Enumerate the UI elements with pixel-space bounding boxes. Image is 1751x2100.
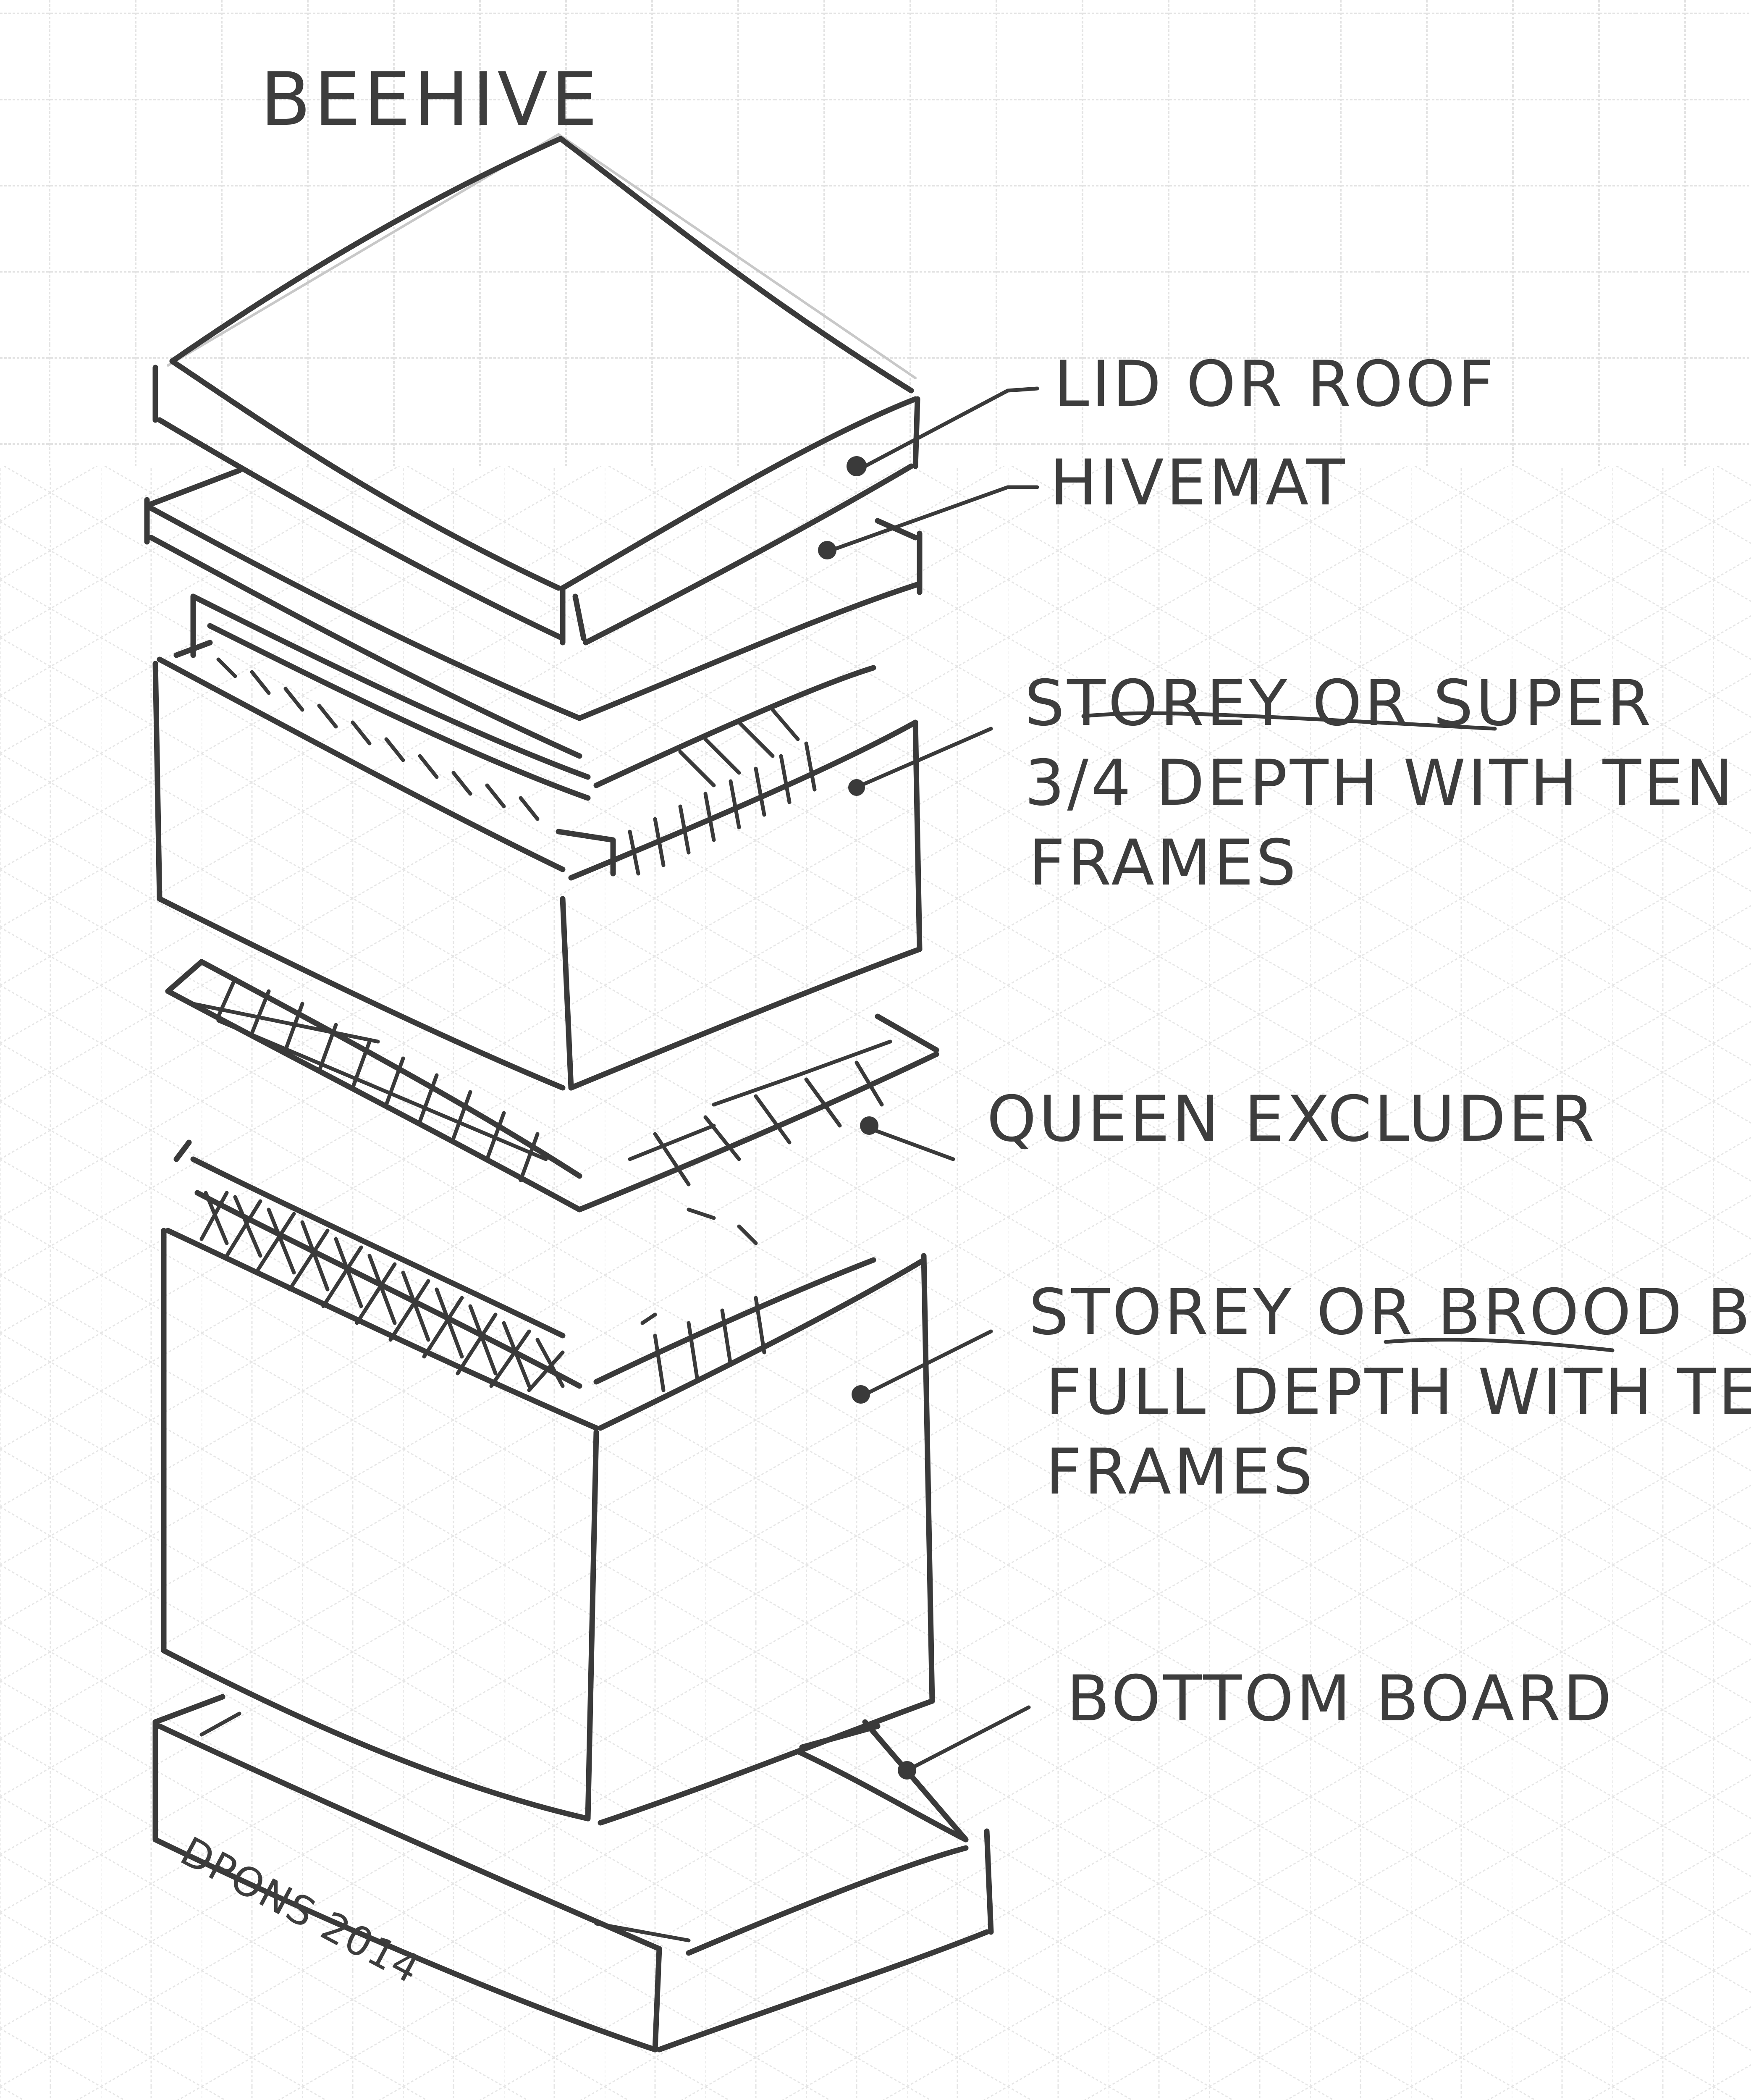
label-super-line2: 3/4 DEPTH WITH TEN — [1025, 747, 1736, 820]
label-brood-emphasis: BROOD BOX — [1437, 1276, 1751, 1349]
label-super-emphasis: SUPER — [1433, 667, 1654, 740]
leader-super — [848, 727, 993, 796]
queen-excluder-drawing — [165, 959, 939, 1213]
label-brood-line1: STOREY OR BROOD BOX — [1029, 1281, 1751, 1344]
brood-box-drawing — [161, 1139, 935, 1826]
label-super-line3: FRAMES — [1029, 827, 1299, 900]
diagram-title: BEEHIVE — [260, 57, 601, 142]
brood-frames-crosshatch — [199, 1191, 565, 1392]
leader-hivemat — [818, 485, 1039, 559]
leader-queen-excluder — [860, 1116, 955, 1161]
label-brood-line3: FRAMES — [1046, 1436, 1316, 1509]
label-brood-line2: FULL DEPTH WITH TEN — [1046, 1356, 1751, 1429]
leader-lid — [847, 386, 1039, 476]
leader-bottom-board — [898, 1705, 1031, 1780]
label-super-line1: STOREY OR SUPER — [1025, 672, 1654, 735]
leader-brood-box — [852, 1329, 993, 1404]
label-hivemat: HIVEMAT — [1050, 446, 1347, 520]
emphasis-underlines — [1081, 711, 1615, 1352]
leader-lines — [818, 386, 1039, 1780]
label-lid-or-roof: LID OR ROOF — [1054, 348, 1497, 421]
label-brood-prefix: STOREY OR — [1029, 1276, 1438, 1349]
label-bottom-board: BOTTOM BOARD — [1067, 1662, 1615, 1735]
hivemat-drawing — [144, 467, 923, 759]
label-super-prefix: STOREY OR — [1025, 667, 1434, 740]
label-queen-excluder: QUEEN EXCLUDER — [987, 1083, 1597, 1156]
lid-roof-drawing — [152, 133, 920, 646]
super-box-drawing — [152, 593, 923, 1091]
bottom-board-drawing — [152, 1694, 994, 2053]
